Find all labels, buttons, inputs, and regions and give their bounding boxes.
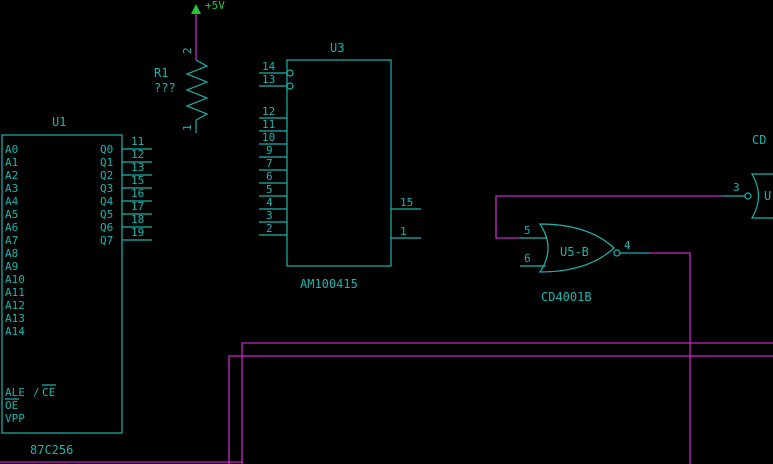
inversion-bubble-icon [286,82,294,90]
chip-u3[interactable]: U3 AM100415 14 13 12 11 10 9 7 6 5 4 3 2… [259,41,421,291]
u1-num-15: 15 [131,174,144,187]
gate-u5b[interactable]: 5 6 4 U5-B CD4001B [520,223,650,304]
u1-num-11: 11 [131,135,144,148]
u1-pin-a5: A5 [5,208,18,221]
u5b-pin-4: 4 [624,239,631,252]
u1-pin-oe: OE [5,399,18,412]
gate-right-pin: 3 [733,181,740,194]
u3-num: 2 [266,222,273,235]
u3-num-1: 1 [400,225,407,238]
gate-right-letter: U [764,189,771,203]
u1-pin-q7: Q7 [100,234,113,247]
u1-pin-a9: A9 [5,260,18,273]
u5b-pin-5: 5 [524,224,531,237]
u1-num-16: 16 [131,187,144,200]
resistor-zigzag-icon [185,59,209,121]
u1-pin-q3: Q3 [100,182,113,195]
u1-pin-a2: A2 [5,169,18,182]
u1-data-pins: Q0 Q1 Q2 Q3 Q4 Q5 Q6 Q7 11 12 13 15 16 1… [100,135,152,247]
u1-pin-a4: A4 [5,195,19,208]
power-symbol[interactable]: +5V [191,0,225,46]
resistor-r1[interactable]: 2 1 R1 ??? [154,46,209,133]
u3-num: 14 [262,60,276,73]
u1-pin-a0: A0 [5,143,18,156]
u5b-pin-6: 6 [524,252,531,265]
u1-pin-a1: A1 [5,156,18,169]
u3-part: AM100415 [300,277,358,291]
u3-body [286,59,392,267]
r1-pin-top: 2 [181,47,194,54]
u1-control-pins: ALE / CE OE VPP [5,384,56,425]
r1-value: ??? [154,81,176,95]
u1-part: 87C256 [30,443,73,457]
net-u5b-in-to-gate[interactable] [495,195,722,239]
u1-pin-a14: A14 [5,325,25,338]
u1-pin-q2: Q2 [100,169,113,182]
u1-address-pins: A0 A1 A2 A3 A4 A5 A6 A7 A8 A9 A10 A11 A1… [5,143,25,338]
u3-num: 5 [266,183,273,196]
u1-num-12: 12 [131,148,144,161]
u1-pin-a8: A8 [5,247,18,260]
u3-num: 13 [262,73,275,86]
r1-ref: R1 [154,66,168,80]
nor-gate-icon [750,173,773,219]
u1-pin-ale: ALE [5,386,25,399]
nor-gate-icon [538,223,615,273]
inversion-bubble-icon [744,192,752,200]
u3-num: 12 [262,105,275,118]
power-label: +5V [205,0,225,12]
u1-pin-a7: A7 [5,234,18,247]
u1-pin-a12: A12 [5,299,25,312]
u1-num-13: 13 [131,161,144,174]
u1-pin-vpp: VPP [5,412,25,425]
gate-right-ref: CD [752,133,766,147]
u1-pin-a11: A11 [5,286,25,299]
u3-num: 11 [262,118,275,131]
net-bus-upper[interactable] [241,342,773,464]
nets [0,195,773,464]
u1-num-18: 18 [131,213,144,226]
inversion-bubble-icon [613,249,621,257]
u3-ref: U3 [330,41,344,55]
u1-num-19: 19 [131,226,144,239]
u1-body [1,134,123,434]
power-arrow-icon [191,4,201,14]
u3-num: 9 [266,144,273,157]
r1-pin-bottom: 1 [181,124,194,131]
u3-num-15: 15 [400,196,413,209]
u5b-part: CD4001B [541,290,592,304]
u1-pin-ce: CE [42,386,55,399]
net-bus-lower[interactable] [228,355,773,464]
u1-pin-q0: Q0 [100,143,113,156]
chip-u1[interactable]: U1 87C256 A0 A1 A2 A3 A4 A5 A6 A7 A8 A9 … [1,115,152,457]
u1-pin-q5: Q5 [100,208,113,221]
u1-pin-slash: / [33,386,40,399]
u3-num: 10 [262,131,275,144]
u3-num: 3 [266,209,273,222]
net-u5b-out[interactable] [650,252,691,464]
u5b-ref: U5-B [560,245,589,259]
u3-num: 4 [266,196,273,209]
u1-num-17: 17 [131,200,144,213]
u1-pin-a3: A3 [5,182,18,195]
gate-right-partial[interactable]: CD 3 U [722,133,773,219]
u3-num: 7 [266,157,273,170]
u1-ref: U1 [52,115,66,129]
u1-pin-q4: Q4 [100,195,114,208]
u1-pin-q1: Q1 [100,156,113,169]
u1-pin-a10: A10 [5,273,25,286]
u1-pin-a6: A6 [5,221,18,234]
u1-pin-q6: Q6 [100,221,113,234]
inversion-bubble-icon [286,69,294,77]
u3-num: 6 [266,170,273,183]
u1-pin-a13: A13 [5,312,25,325]
